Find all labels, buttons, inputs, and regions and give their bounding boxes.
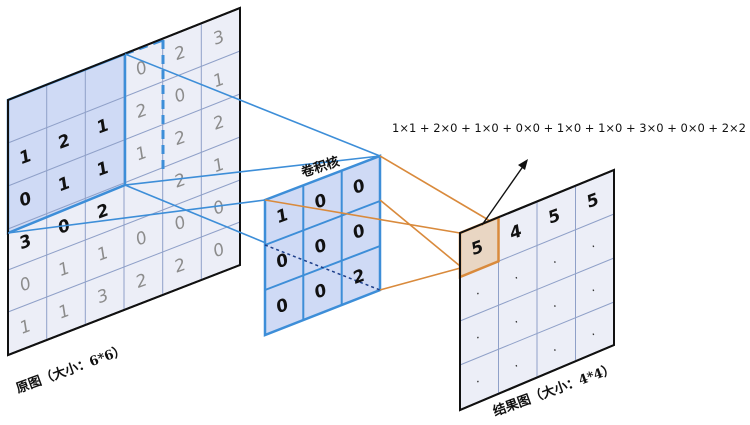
original-grid	[7, 23, 241, 340]
result-cell: ·	[511, 312, 521, 329]
result-cell: ·	[588, 237, 598, 254]
result-cell: ·	[588, 325, 598, 342]
original-label: 原图（大小：6*6）	[14, 342, 128, 397]
formula-text: 1×1 + 2×0 + 1×0 + 0×0 + 1×0 + 1×0 + 3×0 …	[392, 121, 750, 135]
result-cell: ·	[473, 372, 483, 389]
result-cell: ·	[511, 356, 521, 373]
result-cell: ·	[550, 341, 560, 358]
result-cell: ·	[511, 268, 521, 285]
original-to-kernel-lines	[7, 53, 381, 291]
result-cell: ·	[550, 297, 560, 314]
result-cell: ·	[550, 253, 560, 270]
result-cell: ·	[588, 281, 598, 298]
original-window-fill	[8, 54, 125, 233]
formula-arrow	[481, 159, 528, 226]
result-cell: ·	[473, 284, 483, 301]
result-cell: ·	[473, 328, 483, 345]
